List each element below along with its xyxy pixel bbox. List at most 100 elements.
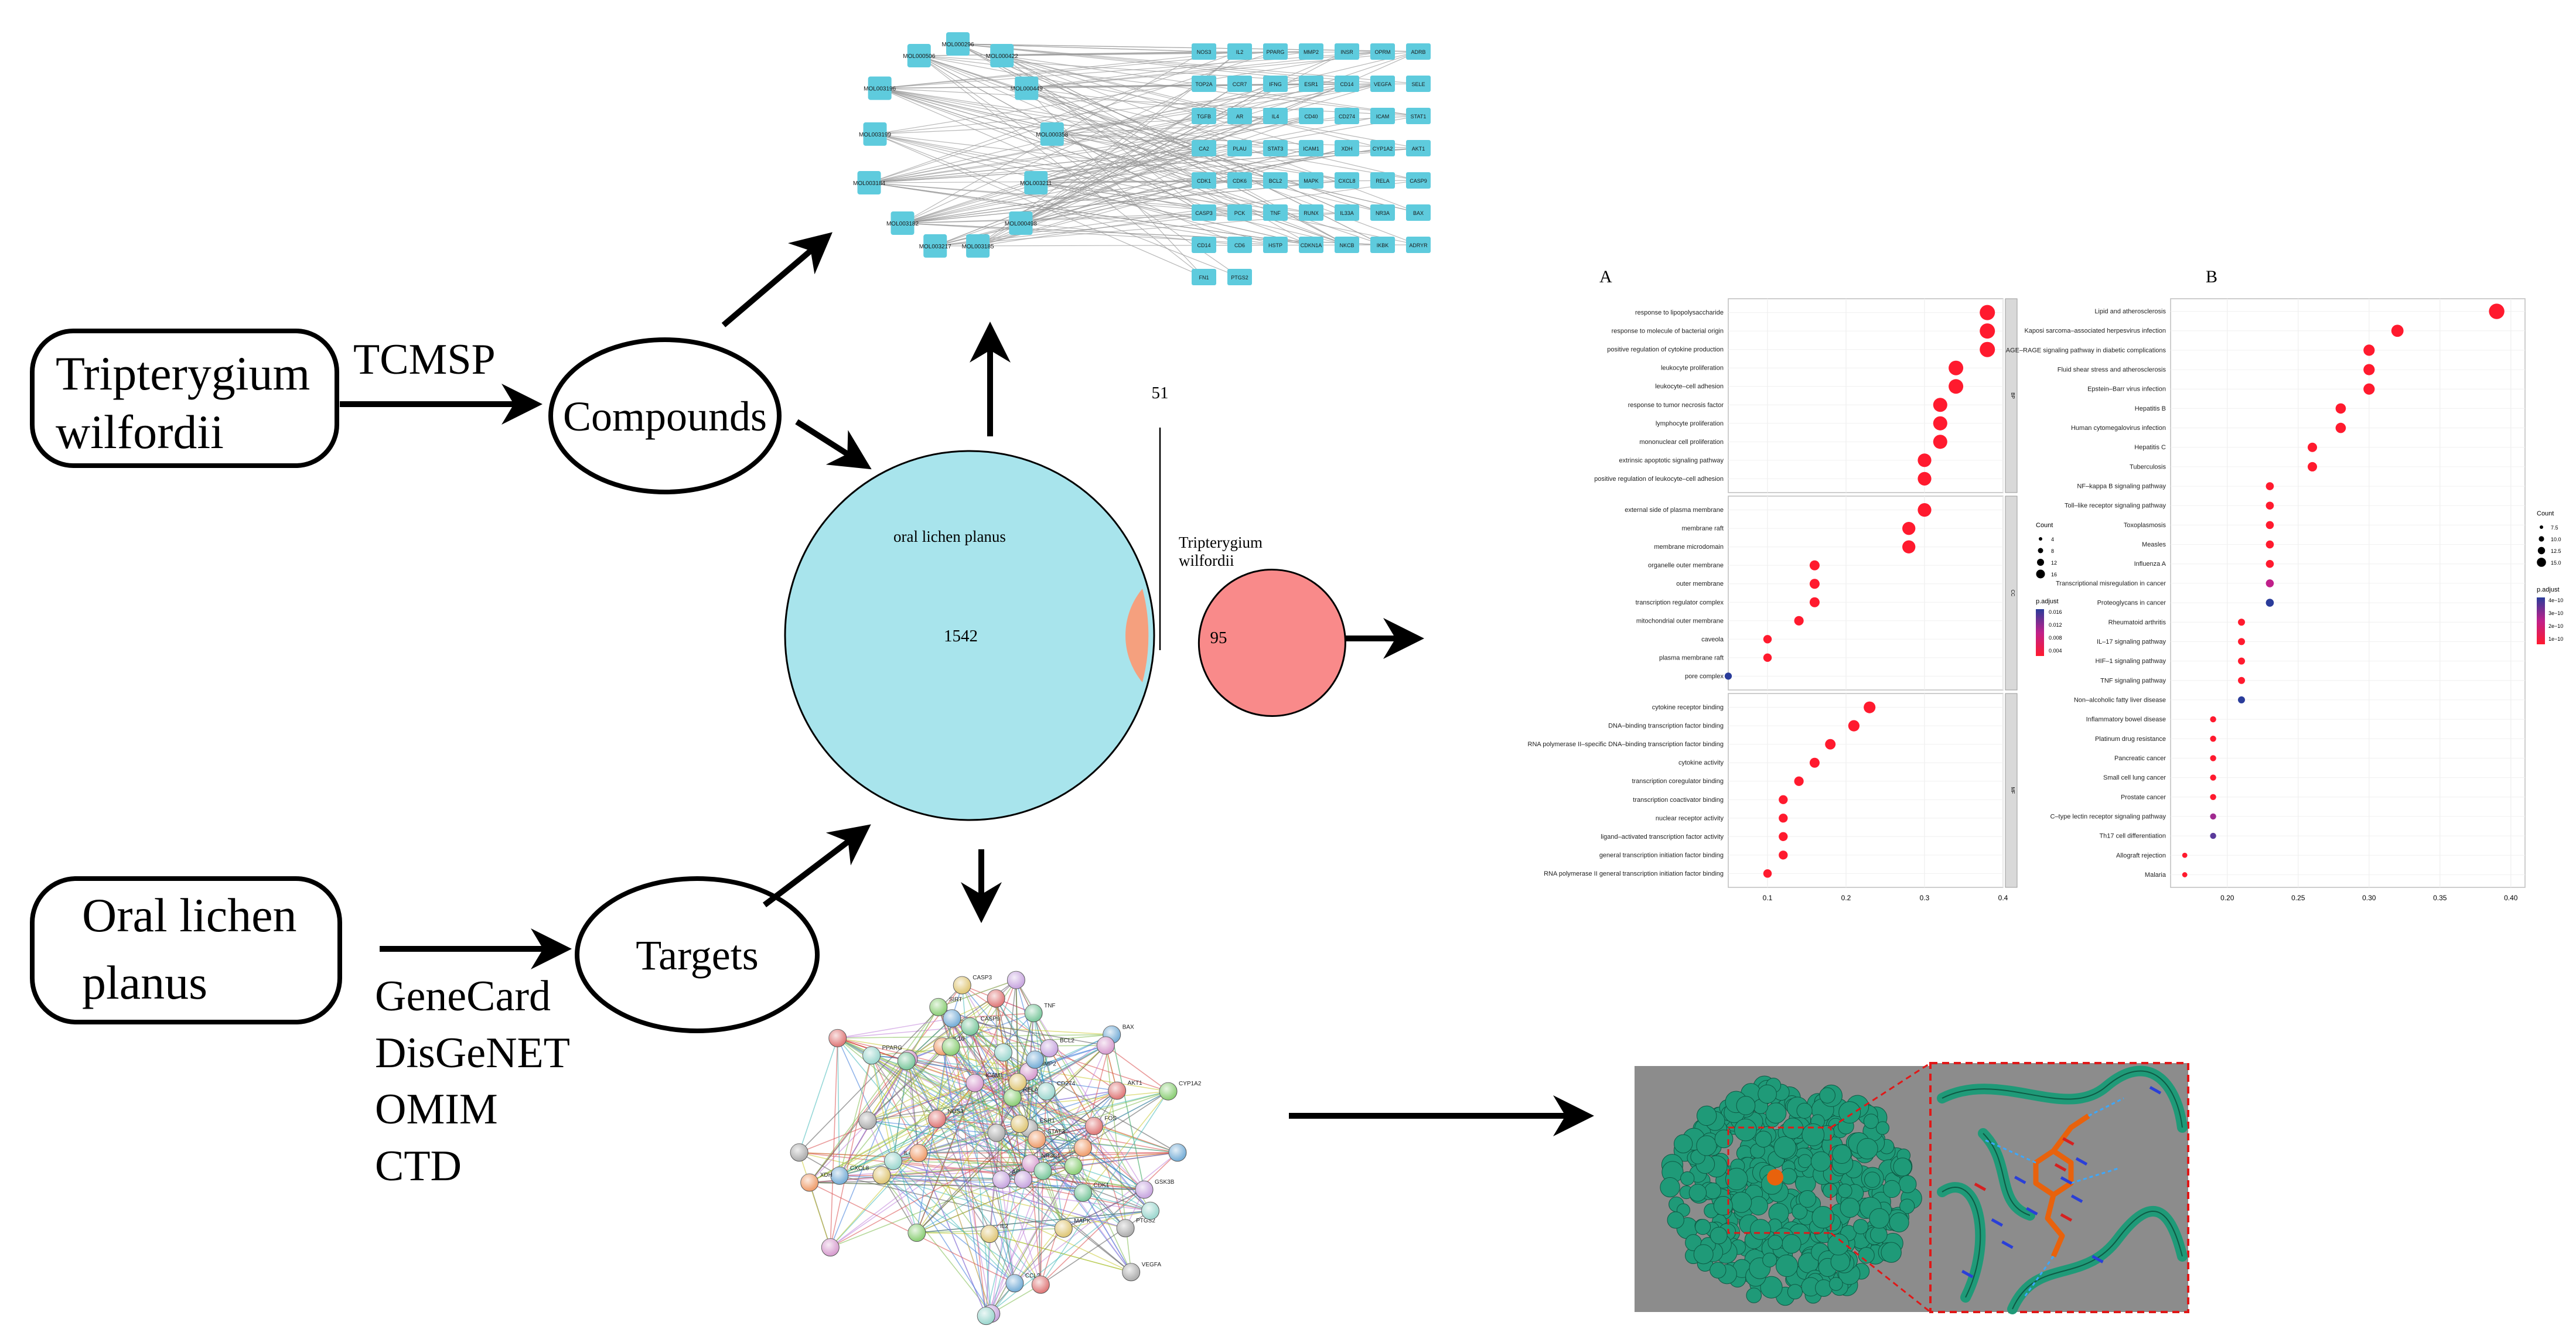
ppi-node-highlight [800,1173,818,1191]
ppi-edge [985,1228,1064,1317]
target-node-label: IFNG [1269,81,1282,87]
ppi-edge [991,1163,1032,1314]
kegg-term-label: Pancreatic cancer [2114,755,2166,762]
target-node [1370,140,1395,156]
protein-atom [1693,1244,1714,1265]
target-node [1335,76,1359,92]
ppi-node-label: IL4 [904,1150,912,1157]
ligand-surface [1767,1169,1783,1185]
ppi-edge [970,1026,1021,1125]
ppi-node-highlight [965,1074,984,1092]
kegg-dot [2238,696,2245,703]
disease-db-1: GeneCard [375,972,551,1020]
ppi-edge [837,1038,840,1176]
target-node [1335,204,1359,221]
kegg-dot [2363,383,2375,395]
ppi-edge [989,1233,1131,1273]
ppi-node-label: VEGFA [1142,1262,1162,1268]
protein-atom [1736,1096,1756,1115]
venn-left-count: 1542 [944,627,978,645]
side-chain-bond [1961,1269,1974,1279]
ppi-edge [830,1034,1113,1248]
ppi-edge [881,1174,1064,1229]
kegg-term-label: NF–kappa B signaling pathway [2077,483,2166,490]
ppi-edge [839,1081,1018,1176]
side-chain-bond [2062,1137,2075,1146]
target-node-label: RUNX [1304,210,1319,216]
network-edge [879,87,1419,181]
go-term-label: nuclear receptor activity [1656,815,1724,822]
target-node [1335,108,1359,124]
compound-node [907,44,931,68]
target-node [1192,108,1216,124]
ppi-node-highlight [1168,1143,1186,1161]
target-node [1192,269,1216,285]
protein-atom [1688,1184,1707,1202]
target-node [1227,269,1252,285]
protein-atom [1762,1252,1777,1267]
protein-atom [1889,1212,1909,1232]
ppi-edge [871,1055,917,1233]
ppi-node-highlight [1064,1157,1083,1175]
kegg-dot [2210,774,2216,781]
ppi-node-highlight [1055,1219,1073,1238]
ppi-node-highlight [994,1043,1012,1061]
side-chain-bond [2001,1240,2014,1249]
protein-atom [1853,1219,1869,1235]
target-node [1192,172,1216,189]
ppi-node-highlight [1097,1036,1115,1054]
kegg-dot [2265,559,2274,568]
target-node-label: PTGS2 [1231,275,1248,281]
target-node [1192,76,1216,92]
protein-atom [1883,1180,1901,1198]
protein-atom [1714,1129,1734,1149]
network-edge [919,55,1240,278]
compound-node-label: MOL003217 [919,244,951,250]
ppi-node-label: CXCL8 [850,1165,869,1171]
kegg-legend-count-label: 7.5 [2551,525,2558,531]
go-legend-count-label: 16 [2051,572,2057,578]
protein-atom [1898,1175,1917,1194]
kegg-x-tick: 0.30 [2362,894,2376,902]
network-edge [879,88,1383,213]
kegg-term-label: Platinum drug resistance [2095,736,2166,743]
kegg-term-label: C–type lectin receptor signaling pathway [2050,813,2166,820]
go-term-label: response to tumor necrosis factor [1628,402,1724,409]
network-edge [869,182,1312,245]
ppi-node-label: GSK3B [1155,1179,1175,1185]
herb-box [30,329,339,468]
network-edge [1002,55,1312,149]
kegg-dot [2210,794,2216,800]
go-term-label: positive regulation of leukocyte–cell ad… [1594,476,1724,483]
network-edge [1036,148,1205,183]
ppi-edge [1042,1090,1118,1171]
protein-atom [1696,1135,1717,1156]
ppi-node-highlight [1005,1274,1023,1292]
ppi-edge [830,1090,1118,1248]
target-node [1406,140,1431,156]
flowchart: Tripterygium wilfordii TCMSP Compounds O… [30,232,1594,1190]
ppi-node-highlight [872,1166,890,1184]
target-node [1299,140,1323,156]
go-x-tick: 0.3 [1920,894,1930,902]
go-dot [1809,579,1820,589]
ppi-edge [985,1189,1145,1317]
ppi-edge [906,1061,938,1119]
go-dot [1779,850,1788,860]
kegg-legend-count-dot [2540,525,2543,529]
target-node [1263,108,1288,124]
ppi-edge [1036,1139,1064,1229]
go-term-label: cytokine receptor binding [1652,704,1724,711]
ppi-edge [1022,1013,1034,1180]
target-node-label: IL4 [1272,114,1280,119]
kegg-dot [2363,344,2375,356]
herb-name-line1: Tripterygium [56,347,310,400]
protein-atom [1864,1171,1881,1188]
go-legend-colorbar [2036,609,2044,656]
target-node-label: CA2 [1199,146,1209,152]
go-term-label: leukocyte–cell adhesion [1655,383,1724,390]
ppi-node-highlight [1135,1181,1154,1199]
go-legend-padj-label: 0.008 [2049,635,2062,641]
ppi-node-label: ESR1 [1040,1118,1056,1124]
ppi-node-label: RELA [1023,1087,1038,1094]
